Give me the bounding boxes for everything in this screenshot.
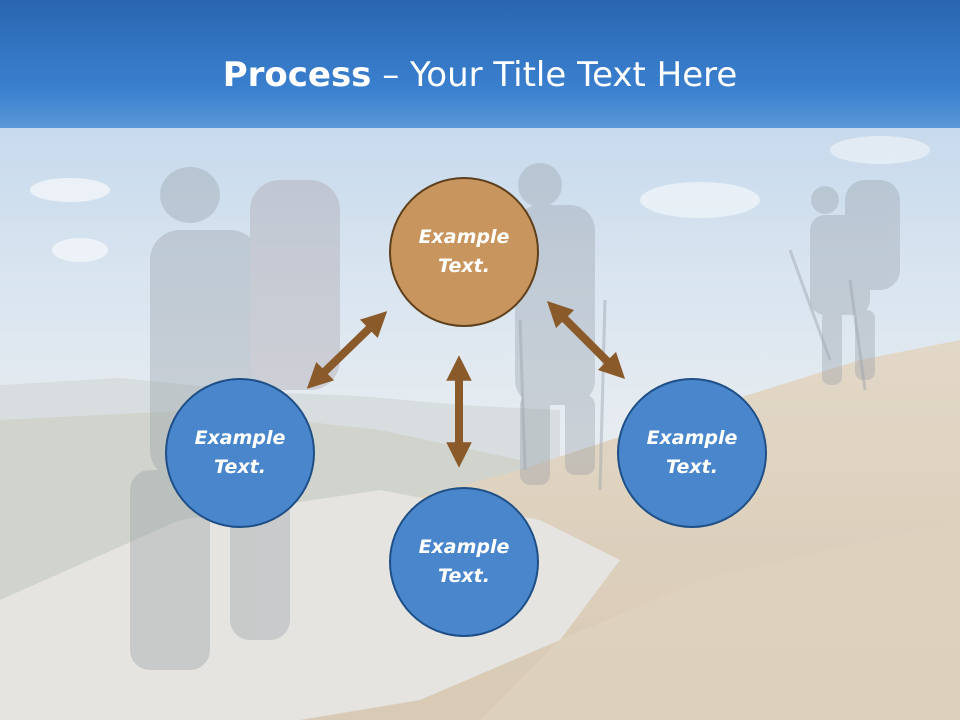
title-bold: Process [222, 55, 372, 95]
title-rest: – Your Title Text Here [371, 55, 738, 95]
node-right-line1: Example [646, 427, 738, 449]
node-left-line1: Example [194, 427, 286, 449]
node-bottom-line1: Example [418, 536, 510, 558]
node-left-line2: Text. [214, 456, 266, 478]
slide-title: Process – Your Title Text Here [0, 50, 960, 100]
node-left: Example Text. [165, 378, 315, 528]
node-top: Example Text. [389, 177, 539, 327]
title-band [0, 0, 960, 128]
node-bottom: Example Text. [389, 487, 539, 637]
node-bottom-line2: Text. [438, 565, 490, 587]
node-right: Example Text. [617, 378, 767, 528]
node-top-line2: Text. [438, 255, 490, 277]
node-top-line1: Example [418, 226, 510, 248]
node-right-line2: Text. [666, 456, 718, 478]
